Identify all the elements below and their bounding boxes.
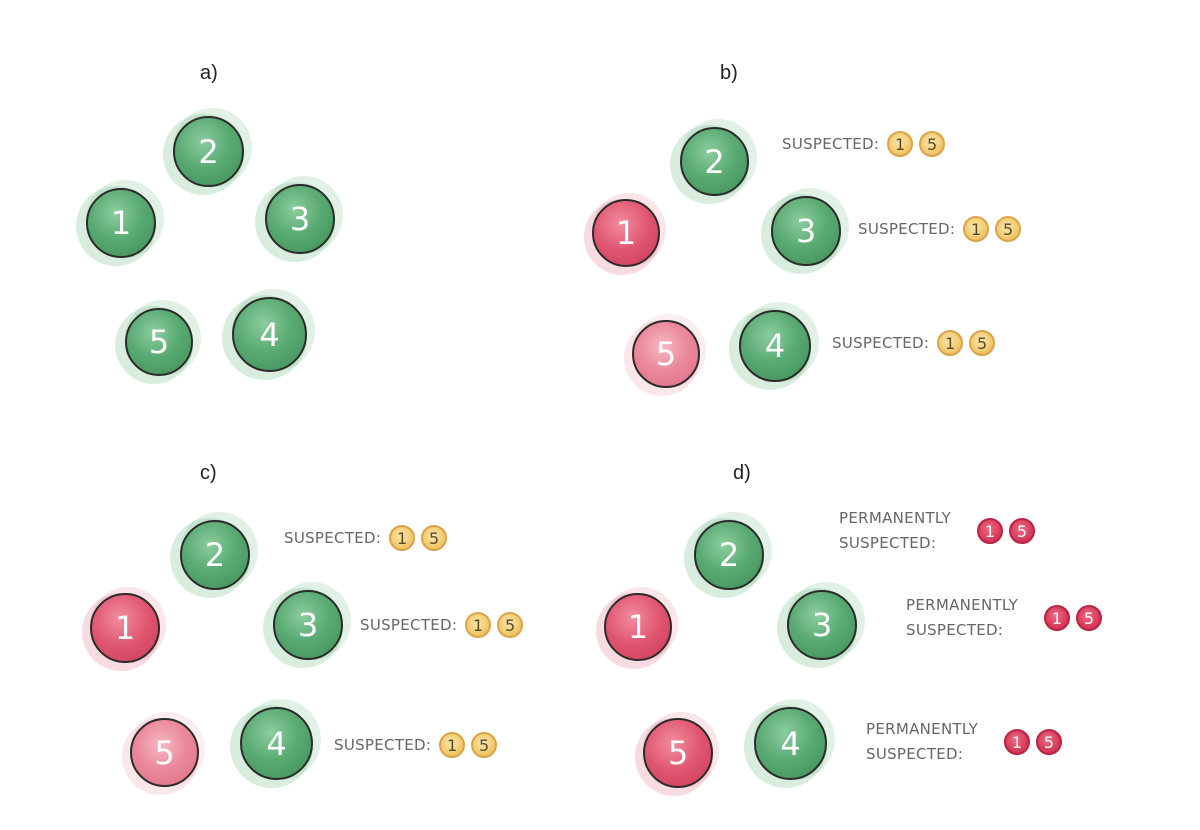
panel-b-suspected-tag-4: SUSPECTED: 1 5 xyxy=(832,330,1001,356)
permanently-text: PERMANENTLY xyxy=(866,720,979,738)
panel-c-node-1: 1 xyxy=(90,593,160,663)
perm-badge-5: 5 xyxy=(1009,518,1036,544)
panel-b-suspected-tag-2: SUSPECTED: 1 5 xyxy=(782,131,951,157)
suspected-badge-1: 1 xyxy=(887,131,914,157)
suspected-label: SUSPECTED: xyxy=(284,529,382,547)
panel-d-node-4: 4 xyxy=(754,707,827,780)
panel-b-node-5: 5 xyxy=(632,320,700,388)
panel-a-node-4: 4 xyxy=(232,297,307,372)
suspected-label: SUSPECTED: xyxy=(360,616,458,634)
suspected-text: SUSPECTED: xyxy=(866,745,964,763)
perm-suspected-label: PERMANENTLY SUSPECTED: xyxy=(839,506,951,556)
panel-b-label: b) xyxy=(720,62,738,84)
panel-b-node-1: 1 xyxy=(592,199,660,267)
suspected-badge-1: 1 xyxy=(389,525,416,551)
panel-c-suspected-tag-4: SUSPECTED: 1 5 xyxy=(334,732,503,758)
suspected-text: SUSPECTED: xyxy=(906,621,1004,639)
panel-a-label: a) xyxy=(200,62,218,84)
panel-c-suspected-tag-2: SUSPECTED: 1 5 xyxy=(284,525,453,551)
suspected-badge-5: 5 xyxy=(497,612,524,638)
suspected-badge-1: 1 xyxy=(439,732,466,758)
suspected-text: SUSPECTED: xyxy=(839,534,937,552)
suspected-badge-5: 5 xyxy=(969,330,996,356)
suspected-label: SUSPECTED: xyxy=(782,135,880,153)
panel-c-node-2: 2 xyxy=(180,520,250,590)
suspected-badge-5: 5 xyxy=(995,216,1022,242)
panel-d-perm-tag-4: PERMANENTLY SUSPECTED: 1 5 xyxy=(866,717,1068,767)
panel-b-suspected-tag-3: SUSPECTED: 1 5 xyxy=(858,216,1027,242)
suspected-label: SUSPECTED: xyxy=(858,220,956,238)
panel-d-label: d) xyxy=(733,462,751,484)
panel-c-node-4: 4 xyxy=(240,707,313,780)
suspected-label: SUSPECTED: xyxy=(832,334,930,352)
panel-d-node-3: 3 xyxy=(787,590,857,660)
suspected-badge-1: 1 xyxy=(937,330,964,356)
suspected-badge-1: 1 xyxy=(963,216,990,242)
panel-c-suspected-tag-3: SUSPECTED: 1 5 xyxy=(360,612,529,638)
panel-a-node-1: 1 xyxy=(86,188,156,258)
perm-badge-5: 5 xyxy=(1036,729,1063,755)
panel-d-node-5: 5 xyxy=(643,718,713,788)
perm-suspected-label: PERMANENTLY SUSPECTED: xyxy=(866,717,978,767)
permanently-text: PERMANENTLY xyxy=(906,596,1019,614)
suspected-badge-5: 5 xyxy=(919,131,946,157)
panel-d-perm-tag-2: PERMANENTLY SUSPECTED: 1 5 xyxy=(839,506,1041,556)
panel-b-node-3: 3 xyxy=(771,196,841,266)
panel-a-node-5: 5 xyxy=(125,308,193,376)
panel-b-node-2: 2 xyxy=(680,127,749,196)
suspected-label: SUSPECTED: xyxy=(334,736,432,754)
panel-c-label: c) xyxy=(200,462,217,484)
suspected-badge-1: 1 xyxy=(465,612,492,638)
permanently-text: PERMANENTLY xyxy=(839,509,952,527)
perm-badge-1: 1 xyxy=(1004,729,1031,755)
panel-c-node-3: 3 xyxy=(273,590,343,660)
perm-badge-1: 1 xyxy=(1044,605,1071,631)
perm-badge-5: 5 xyxy=(1076,605,1103,631)
panel-d-node-2: 2 xyxy=(694,520,764,590)
perm-badge-1: 1 xyxy=(977,518,1004,544)
panel-b-node-4: 4 xyxy=(739,310,811,382)
panel-a-node-3: 3 xyxy=(265,184,335,254)
suspected-badge-5: 5 xyxy=(421,525,448,551)
panel-a-node-2: 2 xyxy=(173,116,244,187)
panel-d-node-1: 1 xyxy=(604,593,672,661)
perm-suspected-label: PERMANENTLY SUSPECTED: xyxy=(906,593,1018,643)
suspected-badge-5: 5 xyxy=(471,732,498,758)
panel-c-node-5: 5 xyxy=(130,718,199,787)
panel-d-perm-tag-3: PERMANENTLY SUSPECTED: 1 5 xyxy=(906,593,1108,643)
